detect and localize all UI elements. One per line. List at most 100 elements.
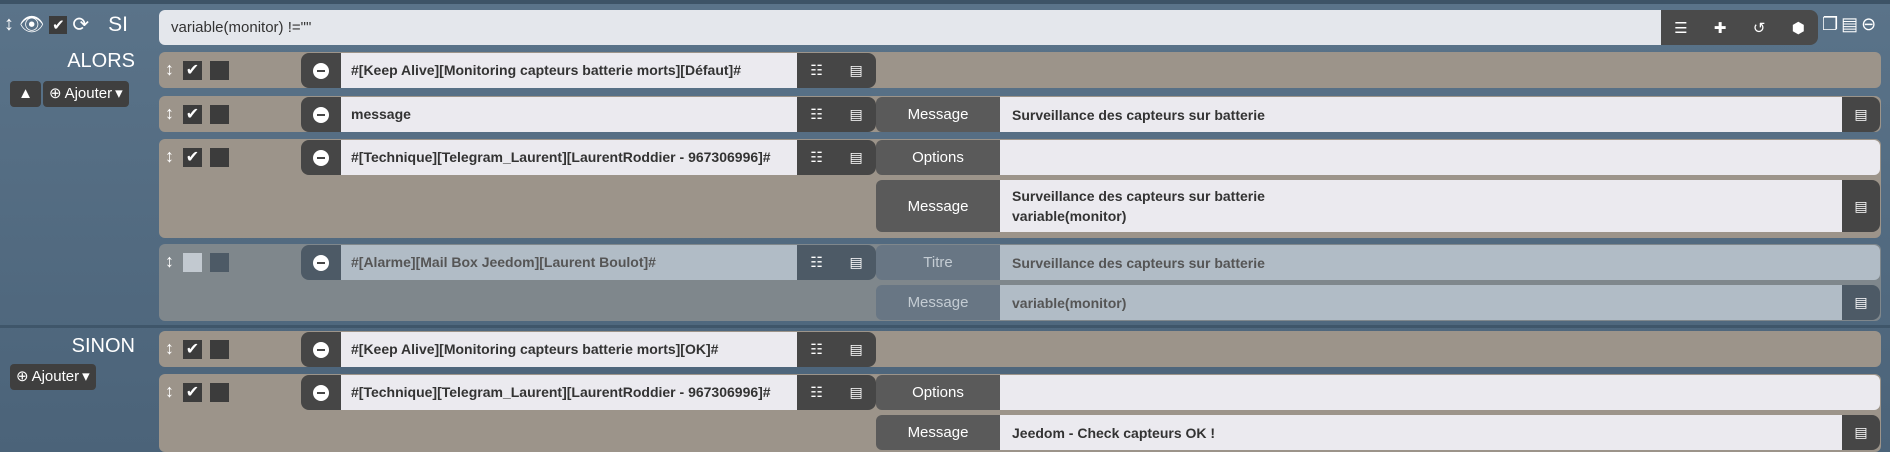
drag-icon[interactable]: ↕: [165, 251, 174, 271]
field-titre: Titre Surveillance des capteurs sur batte…: [876, 245, 1880, 280]
copy-icon[interactable]: ❐: [1822, 14, 1839, 34]
option-toggle[interactable]: [210, 340, 229, 359]
enable-checkbox[interactable]: ✔: [183, 148, 202, 167]
paste-icon[interactable]: ▤: [1841, 14, 1859, 34]
condition-input[interactable]: variable(monitor) !="": [159, 10, 1661, 45]
option-toggle[interactable]: [210, 383, 229, 402]
remove-action-button[interactable]: [301, 97, 341, 132]
list-icon[interactable]: ▤: [849, 62, 863, 78]
remove-action-button[interactable]: [301, 332, 341, 367]
list-icon: ▤: [1854, 294, 1868, 310]
caret-down-icon: ▾: [115, 85, 123, 102]
minus-circle-icon: [313, 384, 329, 401]
list-icon[interactable]: ▤: [849, 384, 863, 400]
drag-icon[interactable]: ↕: [4, 13, 14, 35]
option-toggle[interactable]: [210, 61, 229, 80]
field-message-input[interactable]: Surveillance des capteurs sur batterie: [1000, 97, 1842, 132]
field-options: Options: [876, 375, 1880, 410]
enable-checkbox[interactable]: ✔: [183, 61, 202, 80]
remove-action-button[interactable]: [301, 140, 341, 175]
command-input[interactable]: #[Alarme][Mail Box Jeedom][Laurent Boulo…: [341, 245, 797, 280]
field-list-button[interactable]: ▤: [1842, 415, 1880, 450]
drag-icon[interactable]: ↕: [165, 338, 174, 358]
list-icon[interactable]: ▤: [849, 341, 863, 357]
drag-icon[interactable]: ↕: [165, 146, 174, 166]
field-label: Titre: [876, 245, 1000, 280]
field-list-button[interactable]: ▤: [1842, 180, 1880, 232]
checklist-icon[interactable]: ☷: [810, 149, 823, 165]
action-row: ↕ ✔ #[Keep Alive][Monitoring capteurs batt…: [159, 331, 1881, 367]
checklist-icon[interactable]: ☷: [810, 106, 823, 122]
minus-circle-icon: [313, 62, 329, 79]
caret-down-icon: ▾: [82, 368, 90, 385]
command-buttons: ☷▤: [797, 53, 876, 88]
cube-icon[interactable]: ⬢: [1791, 19, 1805, 37]
history-icon[interactable]: ↺: [1752, 19, 1766, 37]
field-list-button[interactable]: ▤: [1842, 285, 1880, 320]
option-toggle[interactable]: [210, 253, 229, 272]
check-icon[interactable]: ✔: [49, 15, 68, 34]
refresh-icon[interactable]: ⟳: [72, 14, 90, 36]
field-options-input[interactable]: [1000, 140, 1880, 175]
enable-checkbox[interactable]: ✔: [183, 253, 202, 272]
field-label: Message: [876, 285, 1000, 320]
enable-checkbox[interactable]: ✔: [183, 383, 202, 402]
field-message-input[interactable]: variable(monitor): [1000, 285, 1842, 320]
remove-action-button[interactable]: [301, 53, 341, 88]
field-list-button[interactable]: ▤: [1842, 97, 1880, 132]
field-line: Jeedom - Check capteurs OK !: [1012, 424, 1216, 441]
section-divider: [0, 325, 1890, 328]
list-icon[interactable]: ▤: [849, 254, 863, 270]
enable-checkbox[interactable]: ✔: [183, 340, 202, 359]
action-row: ↕ ✔ message ☷ ▤ Message Surveillance des capte…: [159, 96, 1881, 132]
list-icon: ▤: [1854, 424, 1868, 440]
checklist-icon[interactable]: ☷: [810, 341, 823, 357]
command-input[interactable]: #[Technique][Telegram_Laurent][LaurentRo…: [341, 140, 797, 175]
sinon-add-button[interactable]: ⊕Ajouter▾: [10, 364, 96, 390]
command-input[interactable]: #[Technique][Telegram_Laurent][LaurentRo…: [341, 375, 797, 410]
command-buttons: ☷▤: [797, 140, 876, 175]
si-header: ↕ 👁 ✔ ⟳ SI: [4, 12, 128, 37]
command-input[interactable]: #[Keep Alive][Monitoring capteurs batter…: [341, 53, 797, 88]
list-icon: ▤: [1854, 197, 1868, 214]
field-options-input[interactable]: [1000, 375, 1880, 410]
collapse-button[interactable]: ▲: [10, 81, 41, 107]
field-line: Surveillance des capteurs sur batterie: [1012, 106, 1265, 123]
eye-icon[interactable]: 👁: [19, 14, 45, 36]
remove-action-button[interactable]: [301, 245, 341, 280]
drag-icon[interactable]: ↕: [165, 103, 174, 123]
condition-buttons: ☰ ✚ ↺ ⬢: [1661, 10, 1818, 45]
remove-icon[interactable]: ⊖: [1861, 14, 1877, 34]
field-line: Surveillance des capteurs sur batterie: [1012, 254, 1265, 271]
option-toggle[interactable]: [210, 148, 229, 167]
action-row: ↕ ✔ #[Technique][Telegram_Laurent][Laurent…: [159, 374, 1881, 452]
list-icon[interactable]: ▤: [849, 106, 863, 122]
field-titre-input[interactable]: Surveillance des capteurs sur batterie: [1000, 245, 1880, 280]
checklist-icon[interactable]: ☷: [810, 62, 823, 78]
command-input[interactable]: #[Keep Alive][Monitoring capteurs batter…: [341, 332, 797, 367]
si-label: SI: [108, 12, 128, 36]
enable-checkbox[interactable]: ✔: [183, 105, 202, 124]
option-toggle[interactable]: [210, 105, 229, 124]
alors-add-button[interactable]: ⊕Ajouter▾: [43, 81, 129, 107]
block-tools: ❐ ▤ ⊖: [1822, 14, 1876, 35]
list-icon[interactable]: ☰: [1674, 19, 1688, 37]
list-icon[interactable]: ▤: [849, 149, 863, 165]
field-message: Message Jeedom - Check capteurs OK ! ▤: [876, 415, 1880, 450]
drag-icon[interactable]: ↕: [165, 59, 174, 79]
caret-up-icon: ▲: [18, 85, 33, 102]
drag-icon[interactable]: ↕: [165, 381, 174, 401]
field-label: Options: [876, 375, 1000, 410]
remove-action-button[interactable]: [301, 375, 341, 410]
list-icon: ▤: [1854, 106, 1868, 122]
checklist-icon[interactable]: ☷: [810, 254, 823, 270]
command-input[interactable]: message: [341, 97, 797, 132]
checklist-icon[interactable]: ☷: [810, 384, 823, 400]
field-message-input[interactable]: Jeedom - Check capteurs OK !: [1000, 415, 1842, 450]
puzzle-icon[interactable]: ✚: [1713, 19, 1727, 37]
field-label: Message: [876, 415, 1000, 450]
field-label: Message: [876, 97, 1000, 132]
